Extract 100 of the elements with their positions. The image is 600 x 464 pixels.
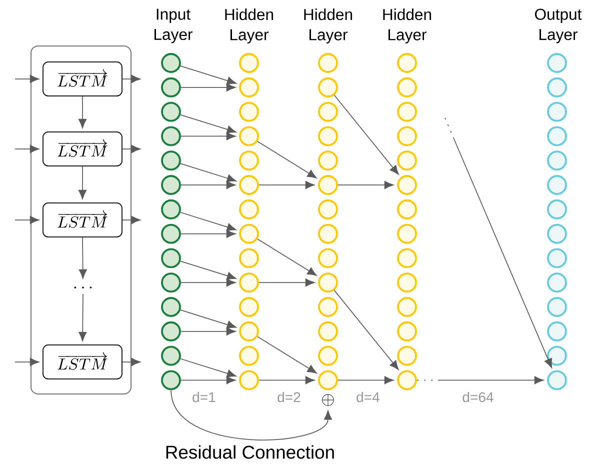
sum-symbol: $\oplus$: [322, 394, 334, 406]
arrow: [14, 216, 40, 224]
neuron-circle: [318, 224, 338, 244]
neuron-circle: [239, 126, 259, 146]
layer-heading: Hidden Layer: [304, 8, 352, 44]
neuron-circle: [161, 272, 181, 293]
neuron-circle: [397, 346, 417, 366]
neuron-circle: [161, 370, 181, 390]
arrow: [180, 327, 236, 336]
arrow: [122, 144, 141, 154]
neuron-circle: [161, 53, 181, 73]
neuron-circle: [239, 248, 259, 268]
neuron-circle: [547, 175, 567, 195]
arrow: [180, 83, 236, 92]
neuron-circle: [397, 102, 417, 122]
layer-heading: Hidden Layer: [225, 8, 274, 44]
neuron-circle: [397, 53, 417, 73]
arrow: [180, 163, 236, 182]
arrow: [338, 180, 394, 190]
neuron-circle: [547, 346, 567, 366]
neuron-circle: [239, 175, 259, 195]
neuron-circle: [239, 102, 259, 122]
arrow: [14, 74, 40, 84]
neuron-circle: [161, 321, 181, 342]
neuron-circle: [397, 272, 417, 293]
neuron-circle: [161, 102, 181, 122]
arrow: [180, 278, 236, 287]
arrow: [180, 132, 236, 140]
arrow: [78, 166, 87, 200]
neuron-circle: [318, 370, 338, 390]
neuron-circle: [547, 272, 567, 293]
neuron-circle: [318, 346, 338, 366]
dilation-label: d=4: [356, 392, 380, 402]
neuron-circle: [161, 224, 181, 244]
lstm-box: $\overrightarrow{LSTM}$: [42, 344, 122, 380]
neuron-circle: [397, 150, 417, 171]
neuron-circle: [318, 175, 338, 195]
arrow: [14, 358, 40, 366]
arrow: [258, 376, 315, 384]
neuron-circle: [318, 248, 338, 268]
neuron-circle: [318, 297, 338, 317]
neuron-circle: [239, 77, 259, 98]
neuron-circle: [397, 297, 417, 317]
layer-heading: Input Layer: [154, 8, 193, 44]
neuron-circle: [397, 126, 417, 146]
neuron-circle: [397, 199, 417, 220]
neuron-circle: [318, 102, 338, 122]
neuron-circle: [547, 370, 567, 390]
neuron-circle: [547, 321, 567, 342]
arrow: [180, 310, 236, 329]
neuron-circle: [397, 321, 417, 342]
dilation-label: d=2: [278, 392, 300, 402]
arrow: [180, 260, 236, 280]
neuron-circle: [397, 370, 417, 390]
neuron-circle: [397, 175, 417, 195]
neuron-circle: [397, 248, 417, 268]
neuron-circle: [318, 199, 338, 220]
arrow: [258, 278, 315, 287]
arrow: [416, 376, 544, 384]
neuron-circle: [161, 346, 181, 366]
neuron-circle: [161, 248, 181, 268]
neuron-circle: [239, 53, 259, 73]
arrow: [122, 216, 141, 224]
arrow: [122, 358, 141, 366]
neuron-circle: [318, 321, 338, 342]
group-box: [30, 45, 132, 395]
arrow: [258, 180, 315, 190]
neuron-circle: [239, 224, 259, 244]
arrow: [257, 140, 317, 178]
neuron-circle: [397, 77, 417, 98]
neuron-circle: [318, 150, 338, 171]
neuron-circle: [161, 150, 181, 171]
arrow: [78, 294, 87, 342]
arrow: [180, 376, 236, 384]
arrow: [444, 118, 552, 368]
arrow: [78, 237, 87, 279]
lstm-box: $\overrightarrow{LSTM}$: [42, 202, 122, 238]
ellipsis: $\cdots$: [74, 286, 92, 288]
neuron-circle: [161, 199, 181, 220]
neuron-circle: [318, 53, 338, 73]
arrow: [334, 290, 399, 370]
neuron-circle: [547, 126, 567, 146]
arrow: [170, 390, 332, 440]
layer-heading: Output Layer: [535, 8, 582, 44]
neuron-circle: [239, 199, 259, 220]
lstm-box: $\overrightarrow{LSTM}$: [42, 132, 122, 166]
arrow: [122, 74, 141, 84]
arrow: [180, 358, 236, 378]
neuron-circle: [547, 77, 567, 98]
arrow: [78, 96, 87, 128]
neuron-circle: [239, 321, 259, 342]
neuron-circle: [239, 346, 259, 366]
neuron-circle: [397, 224, 417, 244]
dilation-label: d=64: [462, 392, 494, 402]
arrow: [180, 180, 236, 190]
arrow: [257, 336, 317, 374]
neuron-circle: [547, 53, 567, 73]
neuron-circle: [239, 272, 259, 293]
arrow: [180, 66, 236, 85]
arrow: [257, 238, 317, 276]
